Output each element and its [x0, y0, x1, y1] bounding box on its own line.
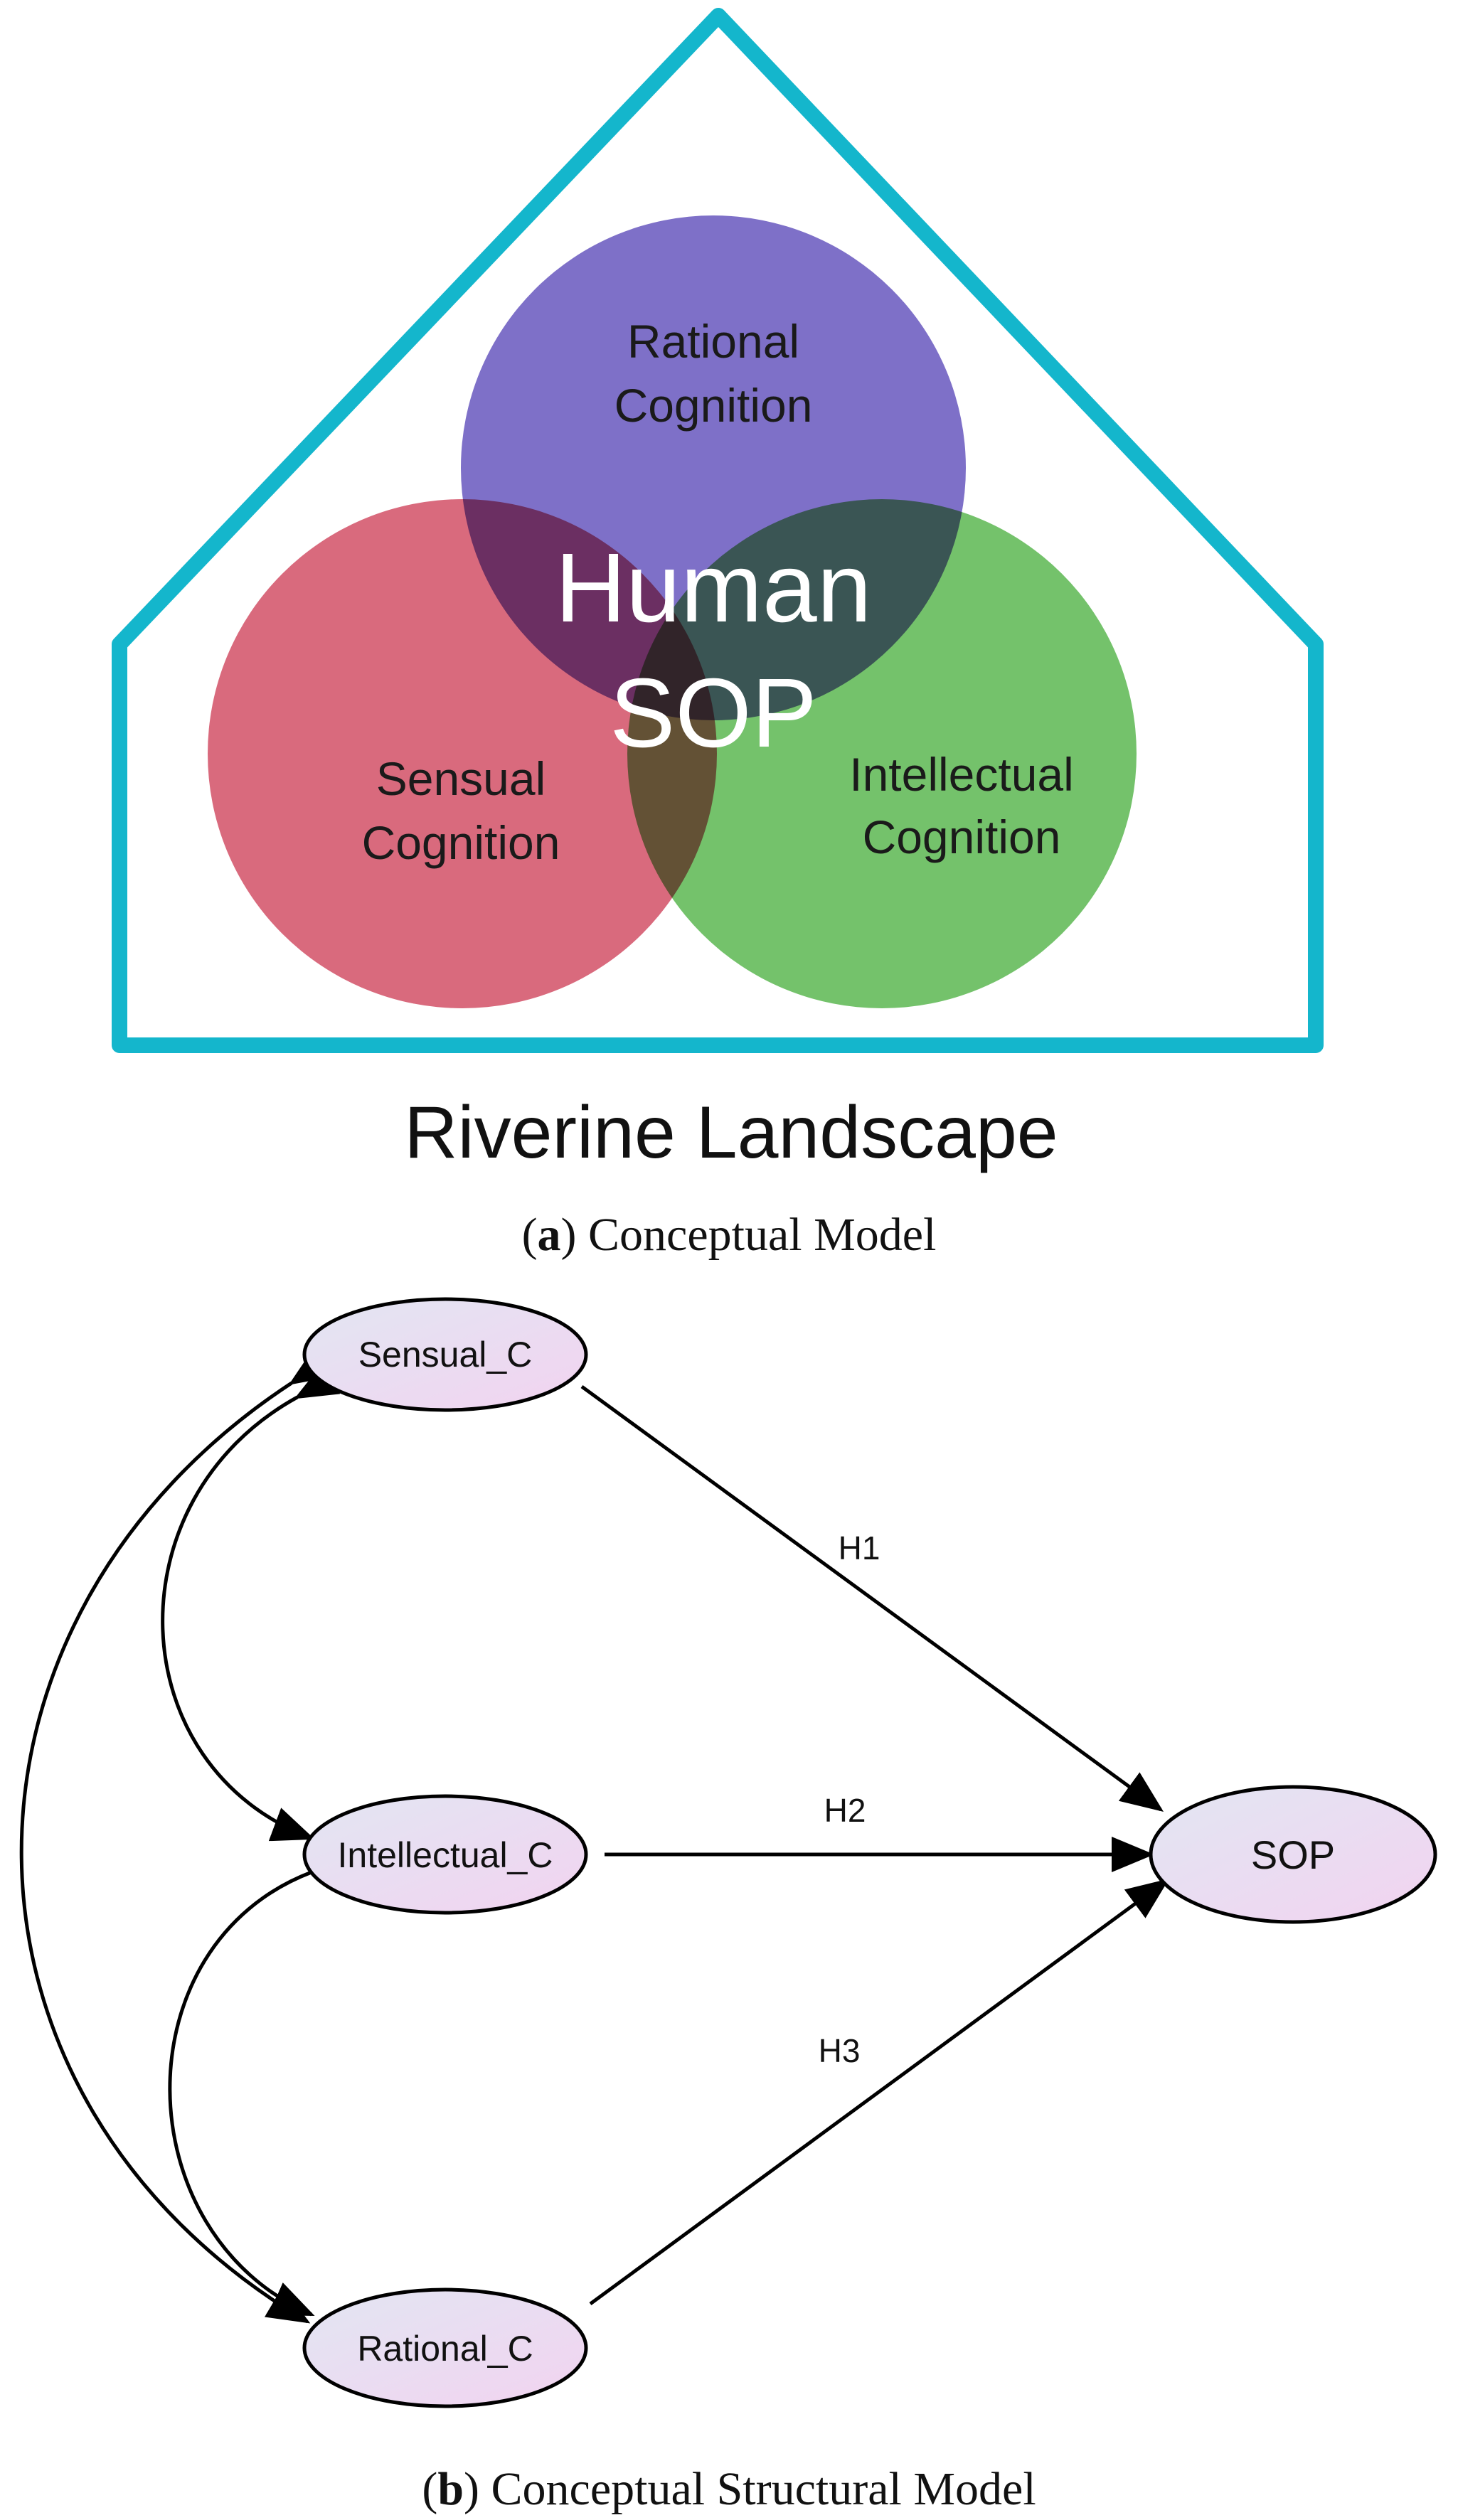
caption-b-text: Conceptual Structural Model — [479, 2463, 1036, 2515]
structural-paths — [580, 1384, 1170, 2306]
corr-sensual-intellectual — [161, 1362, 341, 1842]
sensual-cognition-circle — [208, 499, 717, 1008]
caption-a-letter: a — [538, 1209, 561, 1261]
node-sop: SOP — [1149, 1785, 1437, 1924]
path-h1 — [580, 1384, 1164, 1812]
rational-label-line2: Cognition — [614, 379, 813, 432]
center-label-human: Human — [555, 533, 872, 643]
intellectual-label-line2: Cognition — [863, 811, 1061, 863]
node-sensual: Sensual_C — [302, 1297, 588, 1412]
node-sop-label: SOP — [1251, 1832, 1335, 1877]
riverine-landscape-label: Riverine Landscape — [404, 1091, 1058, 1174]
caption-b: (b) Conceptual Structural Model — [422, 2463, 1036, 2515]
house-outline — [112, 8, 1324, 1053]
structural-model-panel: H1 H2 H3 Sensual_C Intellectual_C Ration… — [0, 1280, 1458, 2520]
corr-sensual-rational — [19, 1346, 334, 2324]
label-h2: H2 — [824, 1792, 866, 1829]
conceptual-model-panel: Rational Cognition Sensual Cognition Int… — [112, 8, 1324, 1261]
caption-a-text: Conceptual Model — [577, 1209, 937, 1261]
node-intellectual-label: Intellectual_C — [338, 1835, 553, 1875]
node-intellectual: Intellectual_C — [302, 1794, 588, 1915]
correlation-arrows — [19, 1346, 355, 2324]
conceptual-model-diagram: Rational Cognition Sensual Cognition Int… — [112, 8, 1324, 1261]
sensual-label-line2: Cognition — [362, 816, 560, 869]
corr-intellectual-rational — [168, 1842, 355, 2317]
venn-diagram — [208, 215, 1137, 1008]
path-h3 — [589, 1879, 1170, 2306]
sensual-label-line1: Sensual — [376, 752, 546, 805]
label-h3: H3 — [819, 2032, 861, 2069]
intellectual-cognition-circle — [627, 499, 1137, 1008]
center-label-sop: SOP — [610, 658, 816, 768]
structural-model-diagram: H1 H2 H3 Sensual_C Intellectual_C Ration… — [19, 1297, 1437, 2515]
node-sensual-label: Sensual_C — [358, 1335, 533, 1374]
caption-b-letter: b — [437, 2463, 464, 2515]
node-rational: Rational_C — [302, 2287, 588, 2408]
label-h1: H1 — [839, 1529, 880, 1566]
intellectual-label-line1: Intellectual — [849, 748, 1074, 801]
caption-a: (a) Conceptual Model — [522, 1209, 937, 1261]
node-rational-label: Rational_C — [357, 2329, 533, 2369]
rational-label-line1: Rational — [627, 315, 799, 368]
